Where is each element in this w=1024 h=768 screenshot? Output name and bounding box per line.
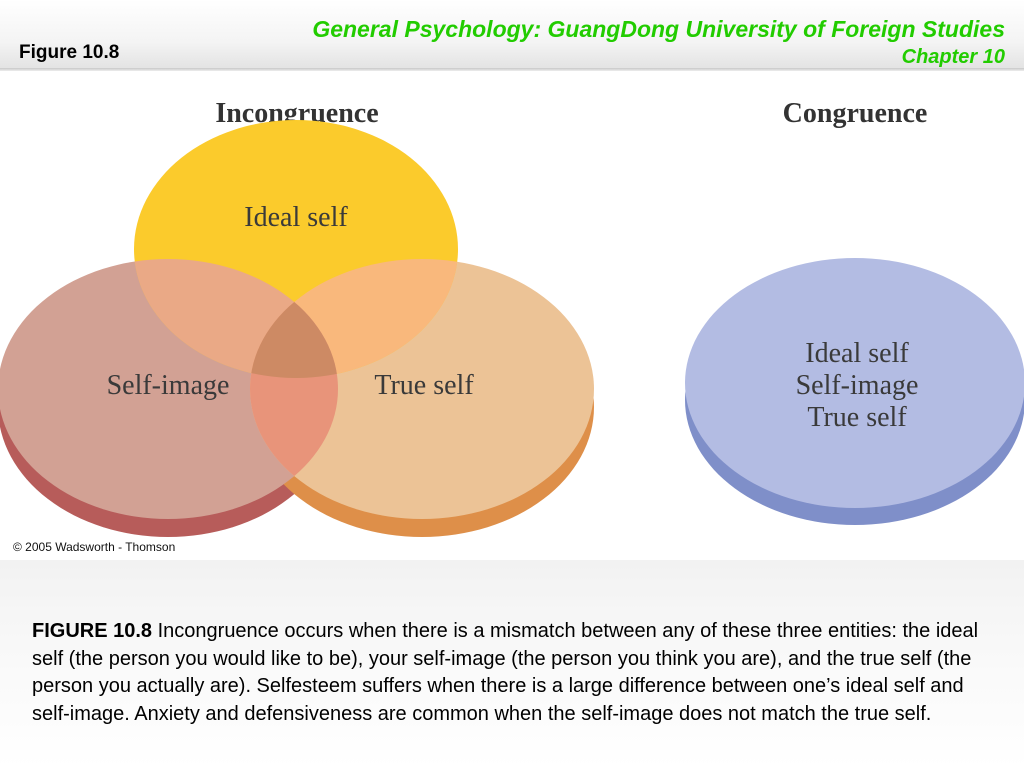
caption-text: Incongruence occurs when there is a mism… xyxy=(32,620,979,725)
self-congruence-diagram: Incongruence Congruence Ideal self Self-… xyxy=(0,98,1024,537)
congruence-circle xyxy=(685,258,1024,508)
congruence-self-image-label: Self-image xyxy=(796,370,919,401)
congruence-title: Congruence xyxy=(783,98,928,129)
self-image-label: Self-image xyxy=(107,370,230,401)
header-divider xyxy=(0,68,1024,71)
ideal-true-self-overlap xyxy=(250,259,458,378)
figure-label: Figure 10.8 xyxy=(19,42,120,63)
figure-caption: FIGURE 10.8 Incongruence occurs when the… xyxy=(32,618,992,728)
caption-lead: FIGURE 10.8 xyxy=(32,620,153,642)
figure-area: Incongruence Congruence Ideal self Self-… xyxy=(0,94,1024,560)
chapter-label: Chapter 10 xyxy=(901,46,1005,68)
ideal-self-image-overlap xyxy=(134,259,338,378)
ideal-self-label: Ideal self xyxy=(244,202,348,233)
course-title: General Psychology: GuangDong University… xyxy=(312,16,1005,42)
caption-background xyxy=(0,560,1024,768)
true-self-label: True self xyxy=(374,370,474,401)
copyright-notice: © 2005 Wadsworth - Thomson xyxy=(13,540,176,554)
slide-header xyxy=(0,0,1024,70)
congruence-ideal-self-label: Ideal self xyxy=(805,338,909,369)
congruence-true-self-label: True self xyxy=(807,402,907,433)
